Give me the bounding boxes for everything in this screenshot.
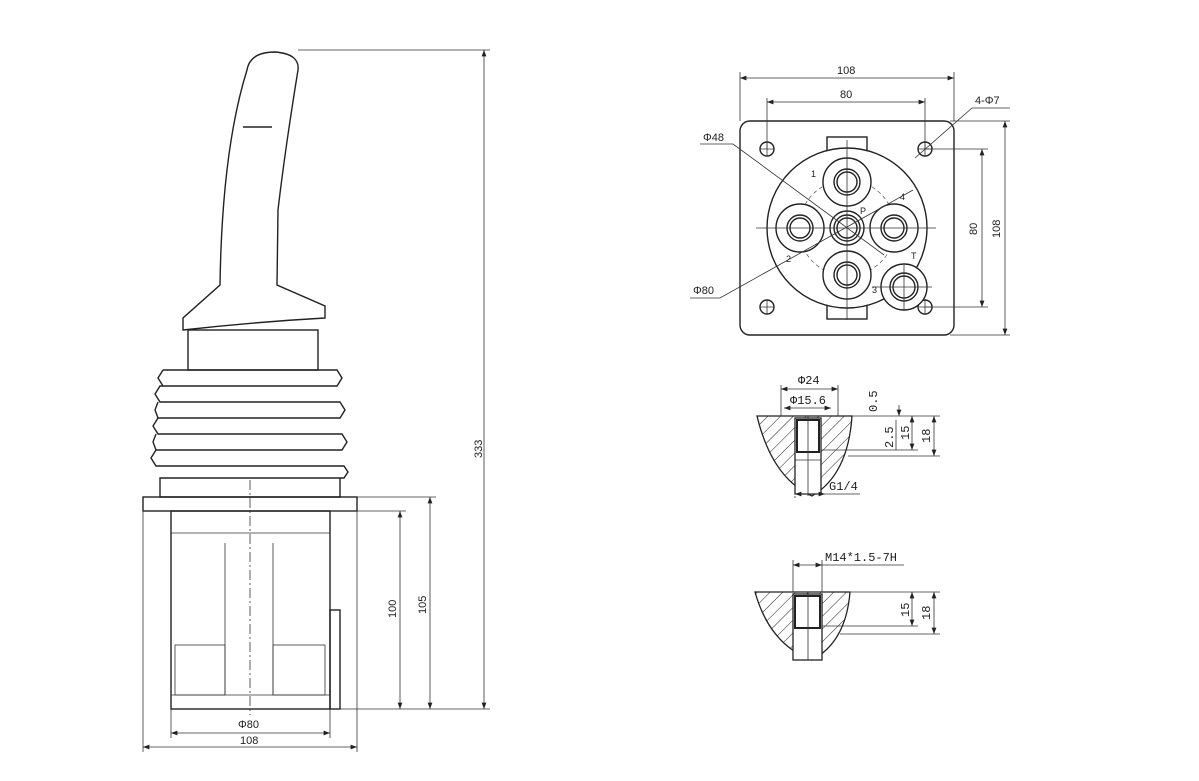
base-plate: [739, 120, 955, 336]
dim-15-m: 15: [899, 603, 913, 617]
dim-105: 105: [417, 596, 429, 614]
dim-0-5: 0.5: [867, 390, 881, 412]
dim-108: 108: [240, 735, 258, 747]
dim-phi15-6: Φ15.6: [790, 394, 826, 408]
neck: [187, 329, 319, 371]
dim-80-vertical: 80: [968, 223, 980, 235]
port-section-g14: Φ24 Φ15.6 0.5 2.5 15 18 G1/4: [756, 374, 940, 498]
dim-2-5: 2.5: [883, 426, 897, 448]
side-view: 333 100 105 Φ80 108: [142, 49, 490, 752]
top-view: 1 2 3 4 P T Φ48 Φ80 4-Φ7 108 80 80 108: [690, 65, 1010, 336]
dim-15-g: 15: [899, 426, 913, 440]
port-1: 1: [811, 169, 816, 179]
thread-g14: G1/4: [829, 480, 858, 494]
dim-108-top: 108: [837, 65, 855, 77]
dim-100: 100: [387, 600, 399, 618]
port-t: T: [911, 251, 917, 261]
dim-phi48: Φ48: [703, 132, 724, 144]
port-2: 2: [786, 254, 791, 264]
dim-18-m: 18: [920, 606, 934, 620]
handle: [182, 51, 326, 331]
thread-m14: M14*1.5-7H: [825, 551, 897, 565]
port-4: 4: [900, 192, 905, 202]
body: [170, 510, 331, 710]
dim-phi80-top: Φ80: [693, 285, 714, 297]
dim-4-phi7: 4-Φ7: [975, 95, 1000, 107]
dim-108-vertical: 108: [991, 220, 1003, 238]
dim-80-top: 80: [840, 89, 852, 101]
dim-18-g: 18: [920, 429, 934, 443]
port-section-m14: M14*1.5-7H 15 18: [754, 551, 940, 661]
dim-333: 333: [473, 440, 485, 458]
bellows: [150, 369, 349, 498]
port-3: 3: [872, 285, 877, 295]
dim-phi24: Φ24: [798, 374, 820, 388]
dim-phi80: Φ80: [238, 719, 259, 731]
port-p: P: [860, 206, 866, 216]
